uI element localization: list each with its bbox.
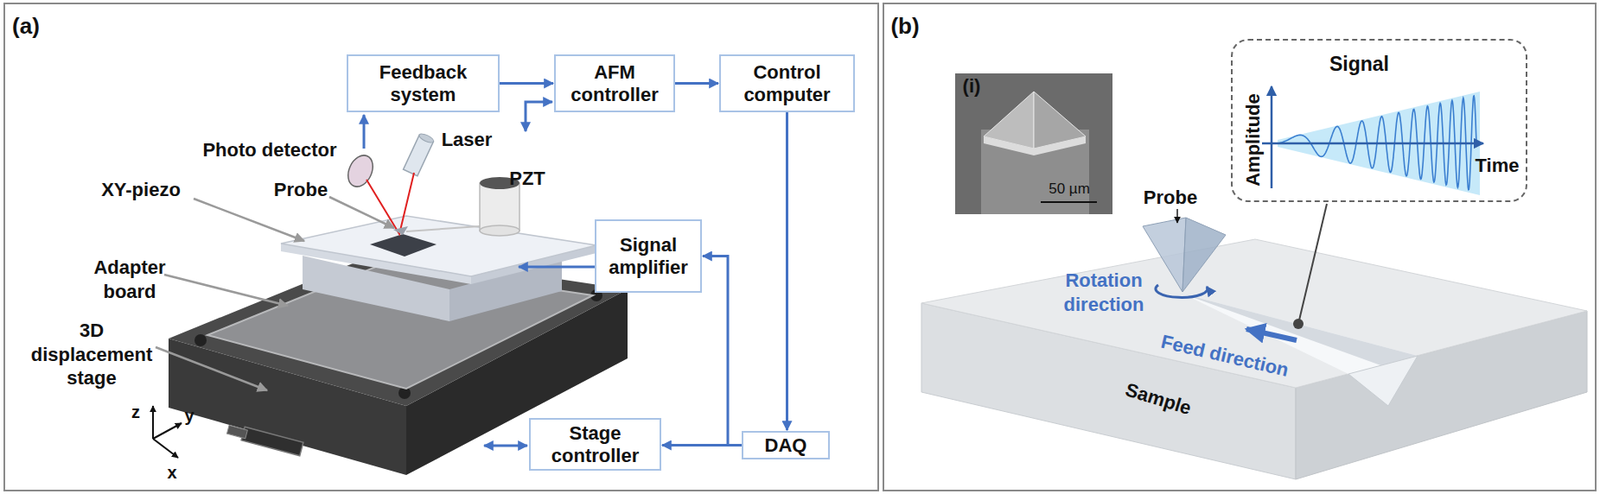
part-label: Probe (274, 178, 328, 203)
feed-arrow (1246, 329, 1297, 341)
panel-frame (883, 3, 1596, 491)
sample-top (921, 239, 1588, 389)
process-box: Stage controller (529, 418, 662, 472)
laser-beam (366, 172, 415, 235)
scale-bar (1040, 201, 1097, 204)
panel-frame (4, 3, 879, 491)
signal-connector (785, 112, 789, 431)
leader-arrow (164, 274, 288, 306)
signal-arrow (363, 114, 366, 149)
laser-top (418, 132, 435, 145)
node-label: Signal amplifier (605, 234, 692, 279)
pzt-cylinder (479, 183, 520, 231)
afm-probe (393, 226, 408, 236)
leader-arrow (1176, 209, 1179, 224)
axis-label: y (184, 405, 194, 428)
signal-panel: Signal (1230, 38, 1528, 203)
micrometer-knob (241, 427, 304, 457)
micrometer-knob (227, 425, 249, 439)
signal-connector (702, 256, 742, 447)
axis-label: z (131, 401, 141, 424)
node-label: DAQ (764, 434, 808, 457)
part-label: Photo detector (202, 138, 337, 163)
rotation-arrow (1155, 285, 1208, 298)
part-label: Adapter board (86, 255, 173, 304)
process-box: Control computer (719, 54, 855, 113)
part-label: PZT (509, 166, 546, 192)
scale-label: 50 µm (1048, 179, 1091, 198)
signal-connector (499, 82, 554, 85)
signal-arrow (484, 445, 528, 448)
signal-arrow (518, 266, 595, 269)
leader-arrow (155, 347, 268, 391)
cantilever-holder (406, 226, 480, 232)
measure-point (1293, 318, 1304, 330)
signal-connector (662, 444, 742, 447)
node-label: Control computer (729, 61, 845, 106)
laser-source (403, 132, 435, 177)
axis-arrow (152, 423, 182, 440)
panel-letter: (a) (12, 12, 40, 41)
process-box: AFM controller (554, 54, 676, 113)
leader-arrow (329, 197, 395, 229)
process-box: Feedback system (346, 54, 500, 113)
axis-arrow (152, 439, 179, 459)
signal-connector (675, 82, 719, 85)
pzt-cylinder (479, 225, 520, 236)
part-label: XY-piezo (101, 178, 181, 203)
panel-letter: (b) (890, 12, 919, 41)
part-label: Probe (1143, 185, 1198, 211)
plot-axis (1270, 86, 1274, 189)
probe-tip (1182, 217, 1226, 293)
stage-top (168, 252, 628, 407)
motion-label: Rotation direction (1051, 268, 1156, 317)
node-label: AFM controller (564, 61, 665, 106)
process-box: DAQ (741, 431, 830, 460)
axis-label: Amplitude (1241, 93, 1266, 187)
leader-arrow (193, 198, 305, 242)
photo-detector (343, 151, 378, 191)
probe-tip (1142, 217, 1186, 293)
axis-label: Time (1475, 153, 1520, 179)
inset-letter: (i) (962, 74, 982, 99)
part-label: 3D displacement stage (22, 318, 161, 391)
node-label: Feedback system (356, 61, 490, 106)
leader-line (1298, 203, 1327, 325)
node-label: Stage controller (539, 422, 651, 467)
sample-square (369, 234, 437, 257)
part-label: Laser (441, 127, 493, 153)
process-box: Signal amplifier (594, 219, 702, 294)
sem-pyramid (983, 136, 1086, 156)
signal-arrow (525, 101, 553, 132)
axis-label: x (166, 462, 177, 485)
plot-axis (1262, 142, 1484, 146)
xy-piezo-plate (280, 216, 597, 277)
sem-image (955, 73, 1113, 215)
groove-section (1348, 356, 1418, 407)
node-label: Signal (1329, 52, 1390, 77)
axis-arrow (152, 406, 154, 440)
stage-hole (194, 334, 207, 347)
